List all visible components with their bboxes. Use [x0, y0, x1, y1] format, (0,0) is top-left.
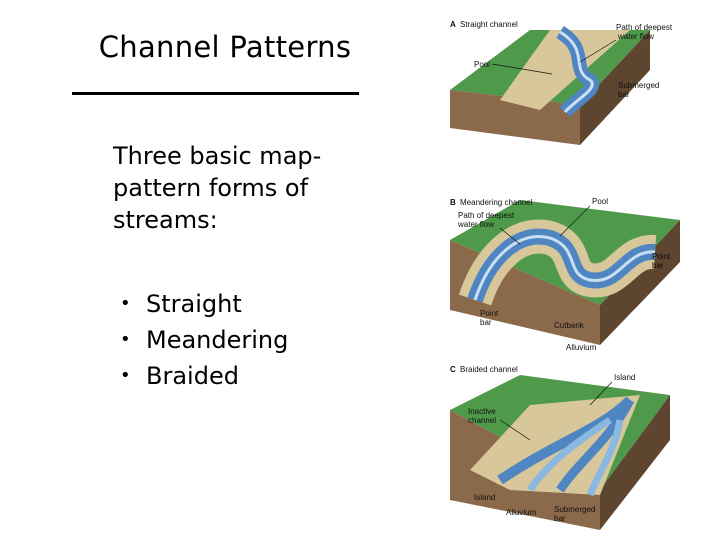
label-point-bar-left-1: Point	[480, 309, 499, 318]
bullet-icon: •	[120, 293, 131, 314]
panel-b-letter: B	[450, 198, 456, 207]
terrain-side	[600, 395, 670, 530]
label-point-bar-right-2: bar	[652, 261, 664, 270]
label-submerged-a2: bar	[618, 90, 630, 99]
panel-a-letter: A	[450, 20, 456, 29]
bullet-icon: •	[120, 329, 131, 350]
braid-channel	[586, 419, 624, 497]
list-item-label: Straight	[146, 290, 242, 318]
braid-channel	[527, 417, 612, 492]
leader-inactive-channel	[499, 419, 531, 441]
pattern-list: • Straight • Meandering • Braided	[120, 286, 288, 394]
list-item: • Braided	[120, 358, 288, 394]
panel-c-letter: C	[450, 365, 456, 374]
list-item: • Straight	[120, 286, 288, 322]
terrain-side	[600, 220, 680, 345]
leader-flow-b	[499, 227, 521, 245]
label-submerged-c2: bar	[554, 514, 566, 523]
label-island-bottom: Island	[474, 493, 495, 502]
panel-a-title: Straight channel	[460, 20, 518, 29]
braid-channel	[556, 397, 635, 493]
braid-channel	[497, 396, 634, 485]
label-pool-a: Pool	[474, 60, 490, 69]
leader-pool-b	[559, 205, 591, 237]
leader-flow-a	[579, 39, 617, 63]
intro-text: Three basic map-pattern forms of streams…	[113, 142, 322, 234]
deepest-flow-path	[473, 235, 656, 301]
bullet-icon: •	[120, 365, 131, 386]
label-inactive-channel-1: Inactive	[468, 407, 496, 416]
label-submerged-c1: Submerged	[554, 505, 595, 514]
label-deepest-flow-b1: Path of deepest	[458, 211, 515, 220]
list-item-label: Meandering	[146, 326, 289, 354]
panel-meandering: B Meandering channel Pool Path of deepes…	[450, 197, 680, 352]
panel-straight: A Straight channel Path of deepest water…	[450, 20, 673, 145]
label-deepest-flow-a1: Path of deepest	[616, 23, 673, 32]
title-underline	[72, 92, 359, 95]
panel-b-title: Meandering channel	[460, 198, 533, 207]
channel-pattern-figure: A Straight channel Path of deepest water…	[450, 20, 680, 530]
slide-title: Channel Patterns	[98, 30, 352, 64]
panel-c-title: Braided channel	[460, 365, 518, 374]
label-submerged-a1: Submerged	[618, 81, 659, 90]
list-item: • Meandering	[120, 322, 288, 358]
label-point-bar-right-1: Point	[652, 252, 671, 261]
label-alluvium-c: Alluvium	[506, 508, 537, 517]
label-island-top: Island	[614, 373, 635, 382]
list-item-label: Braided	[146, 362, 239, 390]
deepest-flow-path	[559, 30, 594, 114]
label-cutbank: Cutbank	[554, 321, 585, 330]
label-pool-b: Pool	[592, 197, 608, 206]
leader-pool-a	[491, 63, 553, 75]
terrain-side	[580, 30, 650, 145]
label-deepest-flow-a2: water flow	[617, 32, 654, 41]
terrain-front	[450, 90, 580, 145]
label-deepest-flow-b2: water flow	[457, 220, 494, 229]
panel-braided: C Braided channel Island Inactive channe…	[450, 365, 670, 530]
label-alluvium-b: Alluvium	[566, 343, 597, 352]
label-inactive-channel-2: channel	[468, 416, 496, 425]
valley-floor	[500, 30, 630, 110]
leader-island-top	[589, 381, 613, 406]
label-point-bar-left-2: bar	[480, 318, 492, 327]
